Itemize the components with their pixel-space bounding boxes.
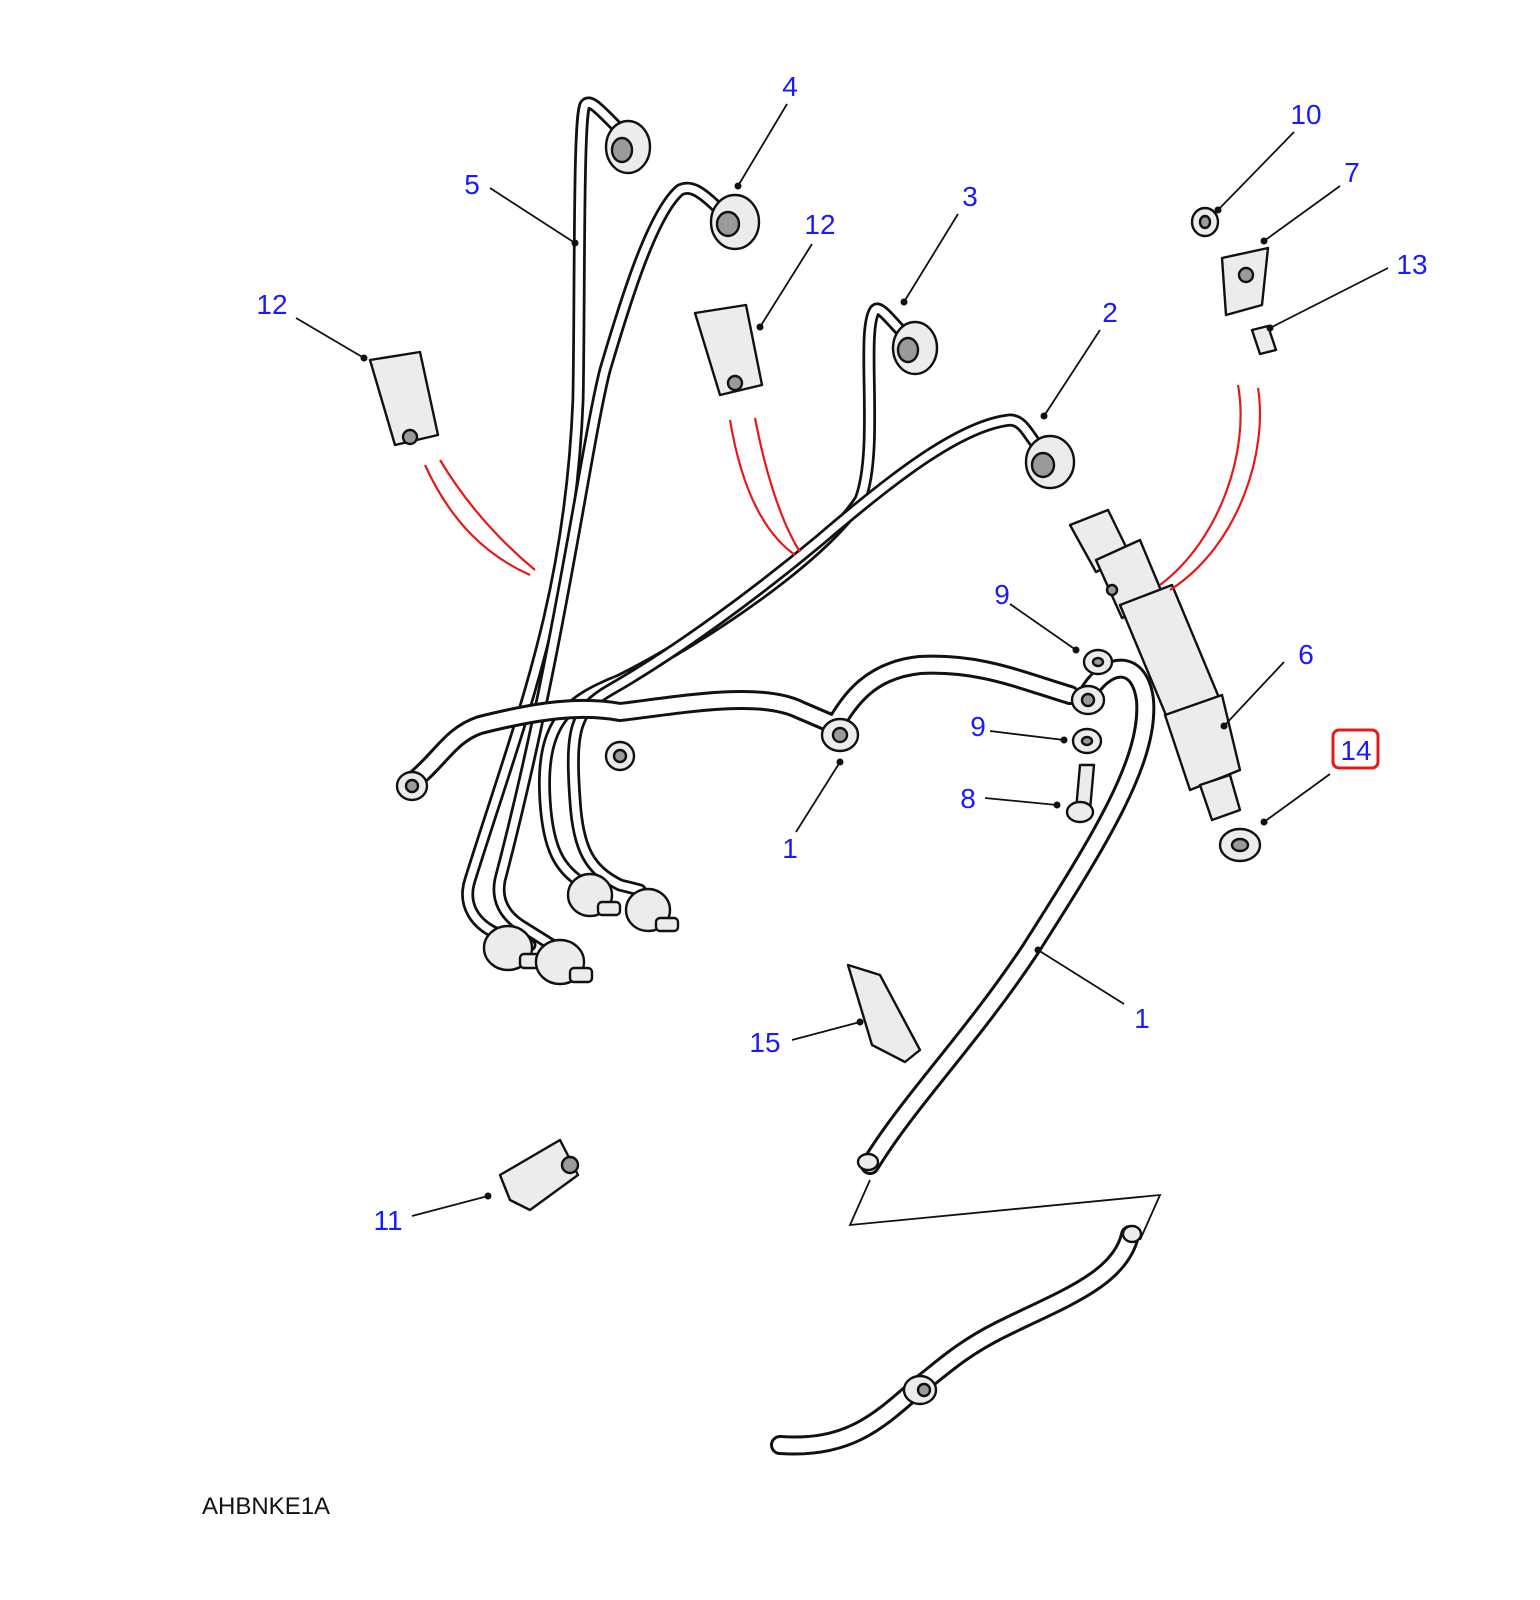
callout-1-upper[interactable]: 1: [782, 833, 798, 864]
callout-15[interactable]: 15: [749, 1027, 780, 1058]
callout-10[interactable]: 10: [1290, 99, 1321, 130]
callout-14-highlight: [1331, 728, 1380, 770]
callout-6[interactable]: 6: [1298, 639, 1314, 670]
clip-11: [498, 1138, 580, 1212]
callout-5[interactable]: 5: [464, 169, 480, 200]
injector-pipe-4: [492, 181, 727, 957]
callout-8[interactable]: 8: [960, 783, 976, 814]
callout-4[interactable]: 4: [782, 71, 798, 102]
pipe-nut-5: [604, 119, 652, 175]
callout-9-upper[interactable]: 9: [994, 579, 1010, 610]
washer-9b: [1071, 727, 1103, 755]
callout-9-lower[interactable]: 9: [970, 711, 986, 742]
diagram-code: AHBNKE1A: [202, 1493, 330, 1520]
injector-pipe-5: [461, 96, 627, 952]
callout-12-mid[interactable]: 12: [804, 209, 835, 240]
callout-12-left[interactable]: 12: [256, 289, 287, 320]
nut-10: [1190, 206, 1220, 238]
leader-lines: [295, 103, 1389, 1217]
callout-3[interactable]: 3: [962, 181, 978, 212]
washer-14: [1218, 827, 1262, 863]
pump-nut-a: [482, 924, 546, 972]
pipe-nut-4: [709, 193, 761, 251]
pump-nut-c: [566, 872, 622, 918]
callout-7[interactable]: 7: [1344, 157, 1360, 188]
pump-nut-b: [534, 938, 594, 986]
clip-15: [846, 963, 922, 1064]
leak-off-hose: [395, 654, 1156, 1456]
callout-2[interactable]: 2: [1102, 297, 1118, 328]
pipe-nut-3: [891, 320, 939, 376]
injector: [1068, 508, 1242, 822]
hose-break-line: [848, 1179, 1162, 1241]
clip-12a: [368, 350, 440, 447]
callout-13[interactable]: 13: [1396, 249, 1427, 280]
callout-11[interactable]: 11: [373, 1205, 402, 1236]
dowel-13: [1250, 324, 1278, 356]
clip-12b: [693, 303, 764, 397]
injector-pipe-2: [566, 413, 1052, 897]
pipe-nut-2: [1024, 434, 1076, 490]
callout-14[interactable]: 14: [1340, 735, 1371, 766]
washer-9a: [1082, 648, 1114, 676]
pump-nut-d: [624, 887, 680, 933]
banjo-bolt-8: [1065, 763, 1096, 824]
clamp-7: [1220, 246, 1270, 317]
callout-1-lower[interactable]: 1: [1134, 1003, 1150, 1034]
fitment-lines: [423, 384, 1262, 591]
